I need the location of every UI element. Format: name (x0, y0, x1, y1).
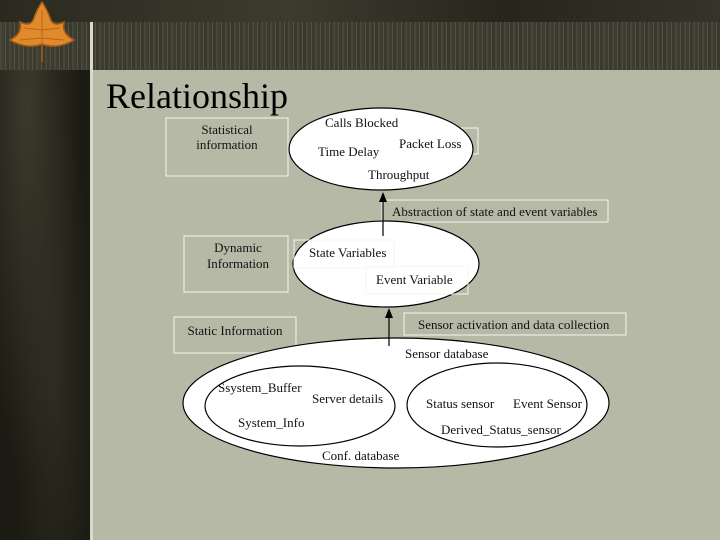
dynamic-info-label-line1: Dynamic (214, 240, 262, 255)
configuration-inner-ellipse (205, 366, 395, 446)
event-sensor-label: Event Sensor (513, 396, 583, 411)
server-details-label: Server details (312, 391, 383, 406)
system-info-label: System_Info (238, 415, 304, 430)
time-delay-label: Time Delay (318, 144, 380, 159)
static-info-label: Static Information (188, 323, 283, 338)
state-variables-label: State Variables (309, 245, 386, 260)
statistical-info-label-line2: information (196, 137, 258, 152)
status-sensor-label: Status sensor (426, 396, 495, 411)
packet-loss-label: Packet Loss (399, 136, 461, 151)
sensor-activation-label: Sensor activation and data collection (418, 317, 610, 332)
abstraction-arrowhead (379, 192, 387, 202)
statistical-info-label-line1: Statistical (201, 122, 253, 137)
throughput-label: Throughput (368, 167, 430, 182)
event-variable-label: Event Variable (376, 272, 453, 287)
sensor-database-label: Sensor database (405, 346, 489, 361)
calls-blocked-label: Calls Blocked (325, 115, 399, 130)
abstraction-label: Abstraction of state and event variables (392, 204, 597, 219)
system-buffer-label: Ssystem_Buffer (218, 380, 302, 395)
sensor-activation-arrowhead (385, 308, 393, 318)
dynamic-info-label-line2: Information (207, 256, 270, 271)
conf-database-label: Conf. database (322, 448, 399, 463)
derived-status-sensor-label: Derived_Status_sensor (441, 422, 562, 437)
